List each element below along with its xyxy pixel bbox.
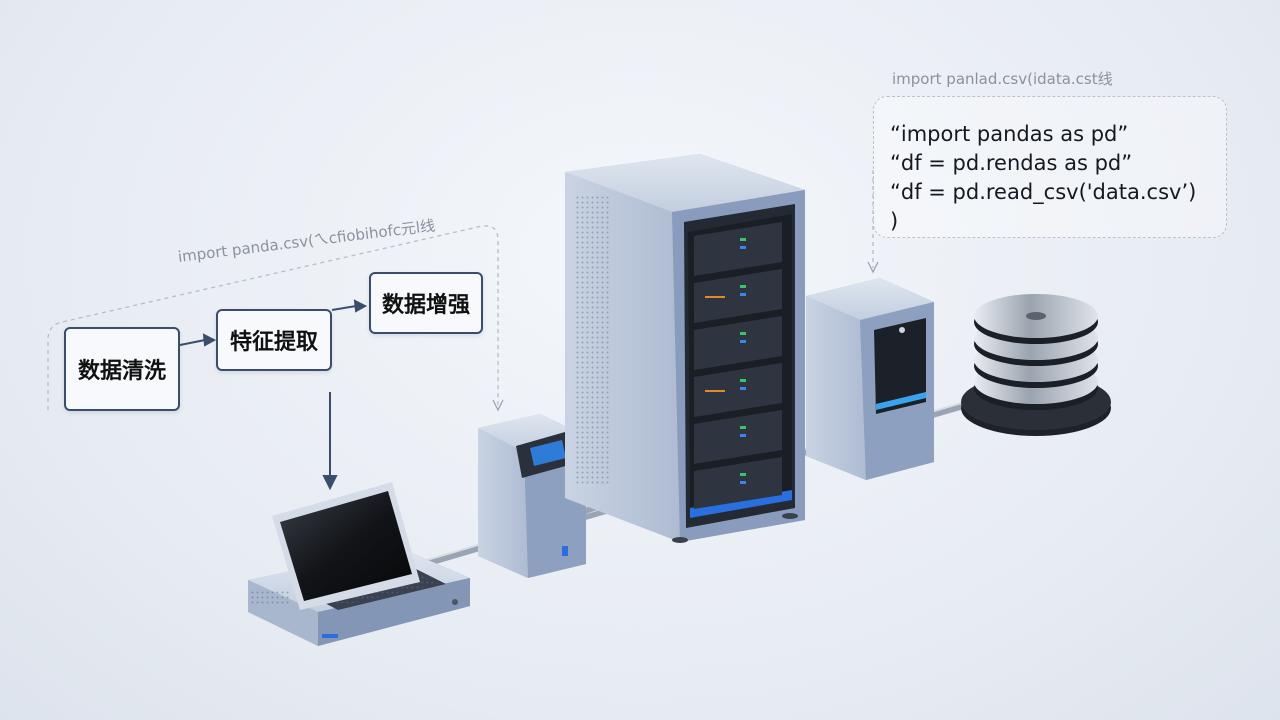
code-line: “import pandas as pd” [890,122,1129,146]
server-rack-device [565,154,805,543]
connector-arrowheads [492,261,879,412]
storage-server-device [806,278,934,480]
code-line: “df = pd.rendas as pd” [890,151,1133,175]
code-line: ) [890,209,899,233]
rack-drive-bays [694,222,782,509]
rack-status-lights [705,238,746,484]
flow-arrows [179,299,368,491]
laptop-device [248,482,470,646]
code-panel: “import pandas as pd” “df = pd.rendas as… [890,120,1196,236]
step-data-augmentation: 数据增强 [369,272,483,334]
code-panel-frame [873,96,1227,238]
disk-stack-device [961,294,1111,436]
code-line: “df = pd.read_csv('data.csv’) [890,180,1197,204]
step-feature-extraction: 特征提取 [216,309,332,371]
step-data-cleaning: 数据清洗 [64,327,180,411]
right-code-caption: import panlad.csv(idata.cst线 [892,70,1113,88]
